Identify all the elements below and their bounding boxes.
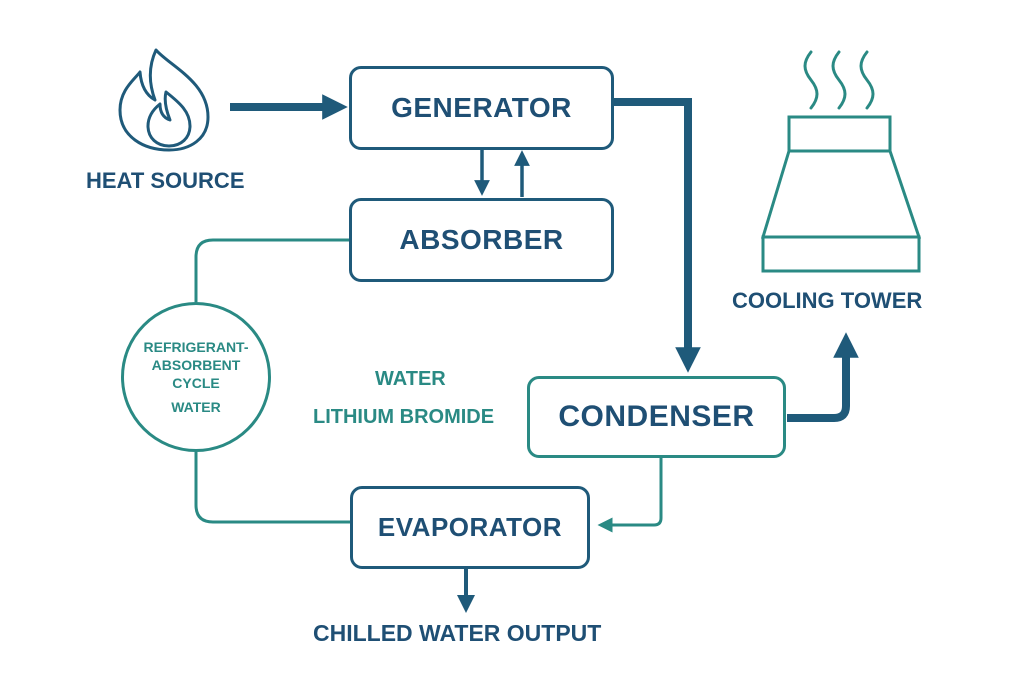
flame-icon [118,48,210,152]
condenser-to-tower-arrow [787,332,859,422]
lithium-bromide-label: LITHIUM BROMIDE [313,406,495,428]
generator-box: GENERATOR [349,66,614,150]
cycle-line-2: ABSORBENT [151,357,241,373]
absorber-label: ABSORBER [399,224,564,255]
condenser-label: CONDENSER [558,400,755,433]
cycle-line-3: CYCLE [172,375,220,391]
evaporator-box: EVAPORATOR [350,486,590,569]
water-label: WATER [375,368,446,390]
evaporator-label: EVAPORATOR [377,512,563,542]
refrigerant-cycle-circle: REFRIGERANT- ABSORBENT CYCLE WATER [121,302,271,452]
cooling-tower-label: COOLING TOWER [732,288,923,313]
absorber-box: ABSORBER [349,198,614,282]
condenser-to-evaporator-arrow [597,458,663,533]
cooling-tower-icon [760,50,922,273]
condenser-box: CONDENSER [527,376,786,458]
cycle-loop-line [194,238,350,524]
cycle-line-4: WATER [171,399,221,415]
heat-source-label: HEAT SOURCE [86,168,245,193]
cycle-line-1: REFRIGERANT- [143,339,249,355]
chilled-water-output-label: CHILLED WATER OUTPUT [313,620,602,646]
generator-to-condenser-arrow [614,98,701,373]
generator-label: GENERATOR [391,92,572,123]
